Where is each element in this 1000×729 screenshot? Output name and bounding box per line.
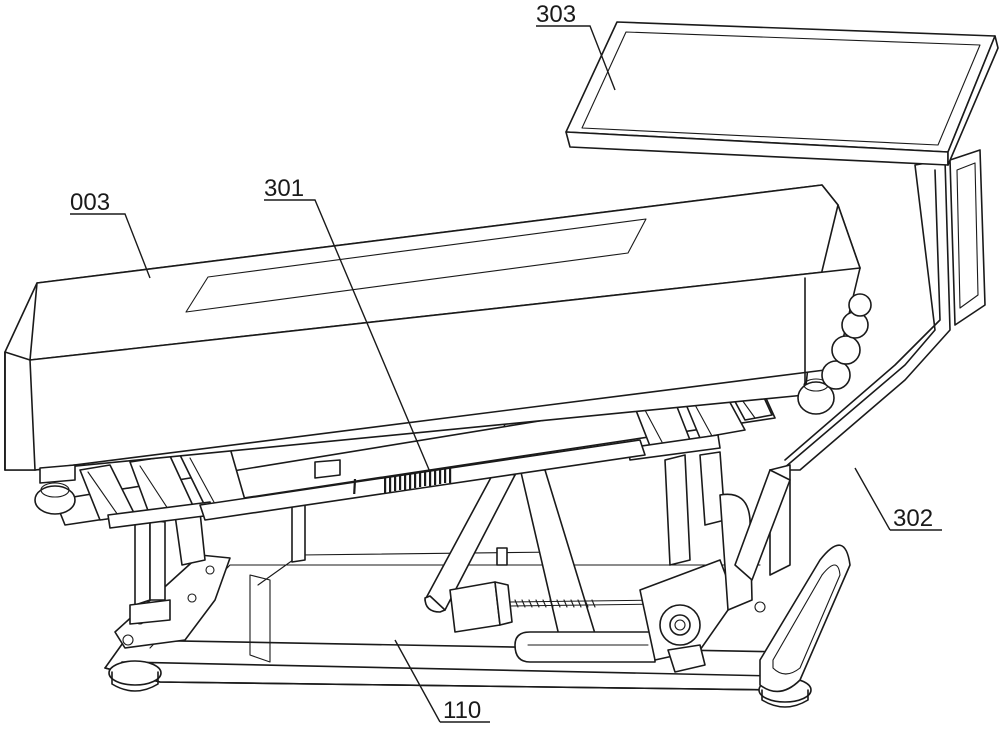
leader-003 (70, 214, 150, 278)
label-110: 110 (443, 697, 481, 724)
left-bracket (115, 512, 230, 648)
label-003: 003 (70, 189, 110, 216)
top-panel (566, 22, 998, 165)
label-303: 303 (536, 1, 576, 28)
label-301: 301 (264, 175, 304, 202)
label-302: 302 (893, 505, 933, 532)
